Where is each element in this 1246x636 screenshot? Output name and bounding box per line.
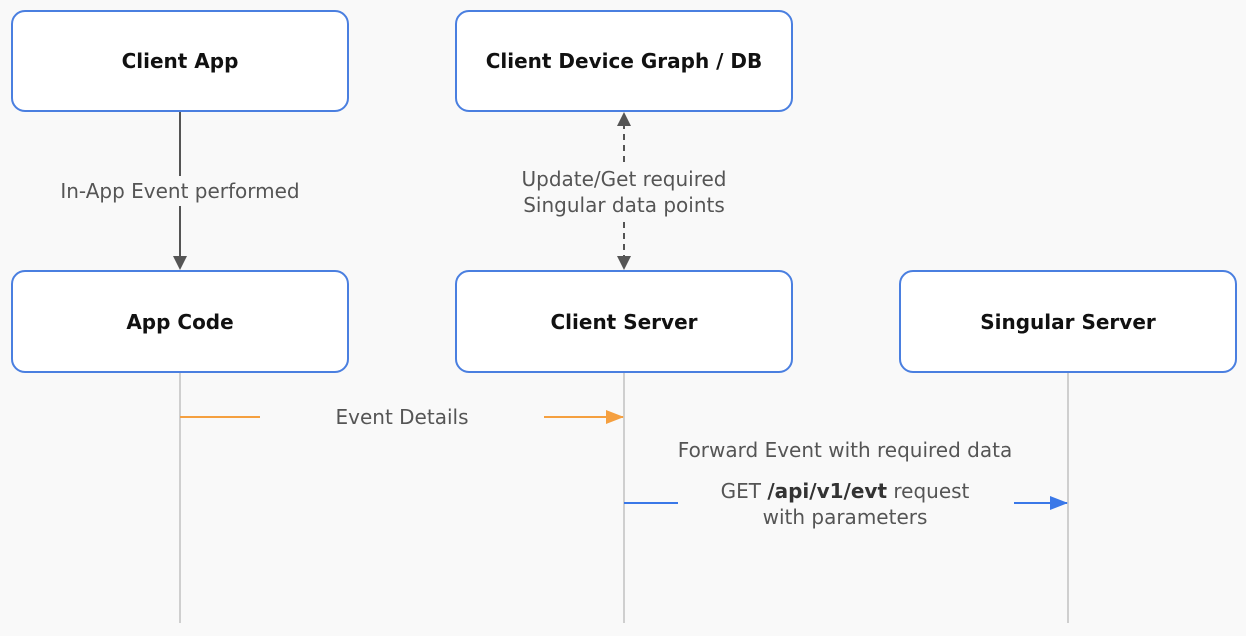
get-request-label-line1: GET /api/v1/evt request <box>695 478 995 504</box>
singular-server-lifeline <box>1067 373 1069 623</box>
client-db-node: Client Device Graph / DB <box>455 10 793 112</box>
event-details-label: Event Details <box>335 405 469 429</box>
get-suffix: request <box>887 479 970 503</box>
app-code-node: App Code <box>11 270 349 373</box>
update-get-label-line1: Update/Get required <box>521 167 727 191</box>
singular-server-node: Singular Server <box>899 270 1237 373</box>
app-code-lifeline <box>179 373 181 623</box>
get-request-label-line2: with parameters <box>762 505 928 529</box>
get-request-label: GET /api/v1/evt request with parameters <box>695 478 995 530</box>
client-app-node: Client App <box>11 10 349 112</box>
get-path: /api/v1/evt <box>767 479 888 503</box>
client-server-node: Client Server <box>455 270 793 373</box>
forward-event-label: Forward Event with required data <box>677 438 1013 462</box>
client-server-lifeline <box>623 373 625 623</box>
update-get-label-line2: Singular data points <box>523 193 725 217</box>
update-get-label: Update/Get required Singular data points <box>474 166 774 218</box>
get-prefix: GET <box>720 479 768 503</box>
in-app-event-label: In-App Event performed <box>60 179 300 203</box>
